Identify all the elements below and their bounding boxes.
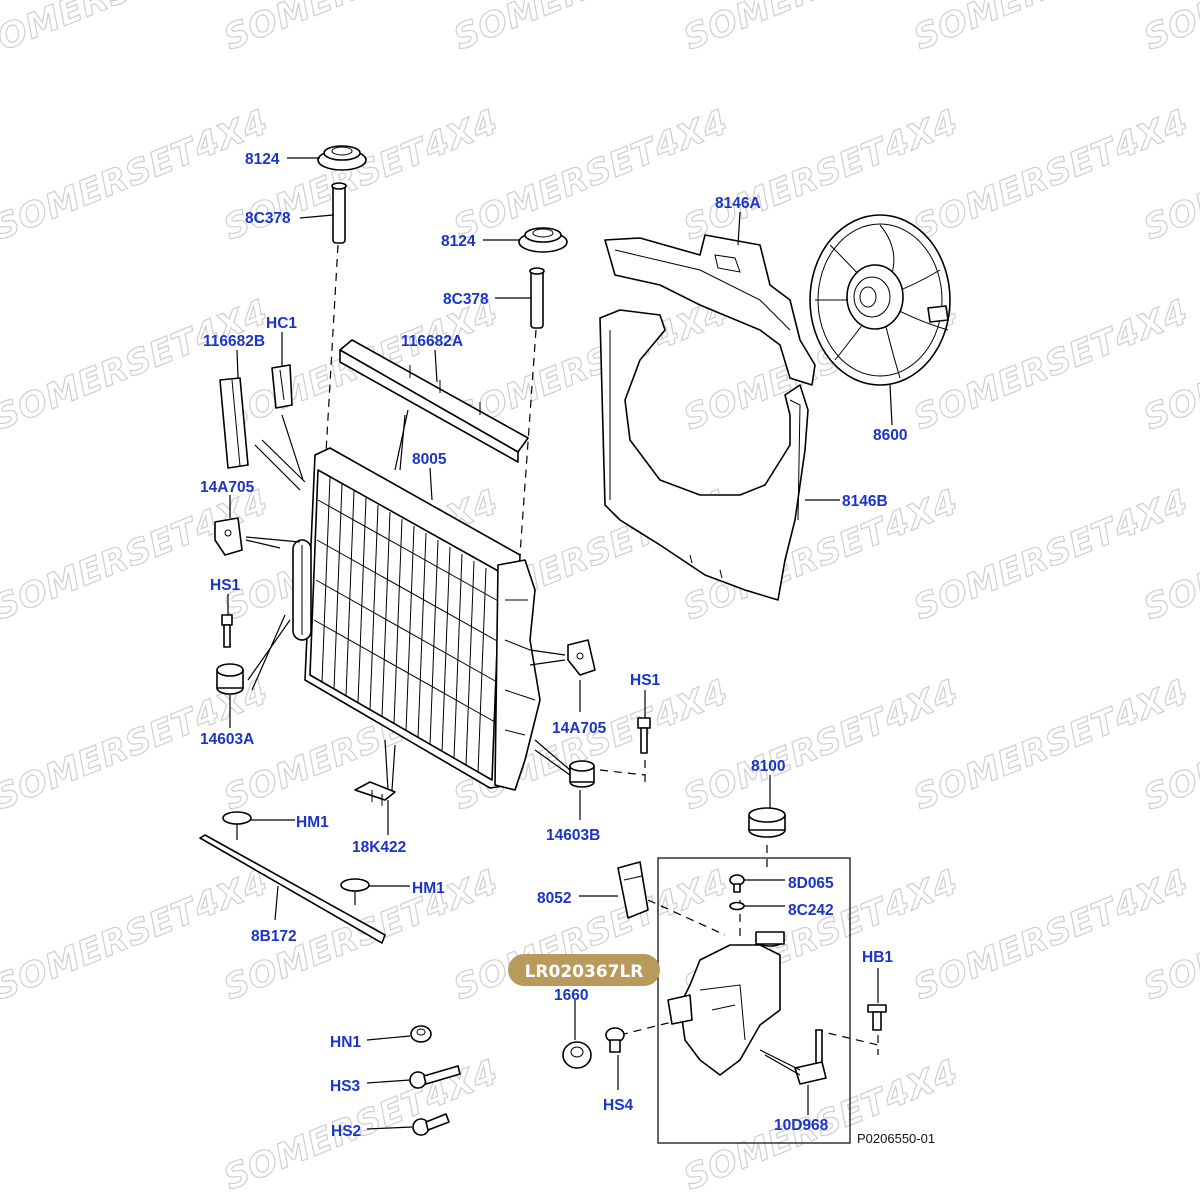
nut-hs4 bbox=[605, 1027, 625, 1053]
o-ring-8c242 bbox=[729, 901, 745, 911]
bleed-screw-8d065 bbox=[729, 874, 745, 893]
callout-8052: 8052 bbox=[537, 890, 571, 907]
hose-clip-hc1 bbox=[271, 364, 293, 409]
leader-lines bbox=[227, 157, 893, 1130]
callout-hn1: HN1 bbox=[330, 1034, 361, 1051]
push-clip-hm1-lower bbox=[340, 878, 370, 905]
callout-hm1-upper: HM1 bbox=[296, 814, 329, 831]
expansion-cap-8100 bbox=[748, 807, 786, 838]
bolt-hs1-left bbox=[221, 614, 233, 648]
push-clip-hm1-upper bbox=[222, 811, 252, 840]
watermark: SOMERSET4X4 bbox=[0, 0, 254, 68]
callout-hb1: HB1 bbox=[862, 949, 893, 966]
bleed-pipe-upper bbox=[331, 182, 347, 244]
callout-8c378-upper: 8C378 bbox=[245, 210, 291, 227]
callout-8d065: 8D065 bbox=[788, 875, 834, 892]
callout-1660: 1660 bbox=[554, 987, 588, 1004]
callout-hc1: HC1 bbox=[266, 315, 297, 332]
watermark: SOMERSET4X4 bbox=[1138, 0, 1200, 58]
callout-8005: 8005 bbox=[412, 451, 447, 468]
callout-hs4: HS4 bbox=[603, 1097, 634, 1114]
assembly-dash-lines bbox=[324, 244, 879, 1055]
filler-cap-lower bbox=[518, 227, 568, 253]
callout-8124-lower: 8124 bbox=[441, 233, 476, 250]
callout-14603b: 14603B bbox=[546, 827, 600, 844]
callout-8100: 8100 bbox=[751, 758, 785, 775]
callout-8600: 8600 bbox=[873, 427, 907, 444]
watermark: SOMERSET4X4 bbox=[218, 1052, 504, 1199]
callout-10d968: 10D968 bbox=[774, 1117, 829, 1134]
bolt-hs1-right bbox=[637, 717, 651, 754]
callout-116682b: 116682B bbox=[203, 333, 265, 350]
callout-hm1-lower: HM1 bbox=[412, 880, 445, 897]
part-number-badge[interactable]: LR020367LR bbox=[508, 954, 660, 986]
callout-14603a: 14603A bbox=[200, 731, 254, 748]
expansion-tank-frame bbox=[657, 857, 851, 1144]
radiator-assembly bbox=[292, 339, 541, 791]
sensor-8052 bbox=[617, 861, 649, 919]
callout-8124-upper: 8124 bbox=[245, 151, 280, 168]
part-number-label: LR020367LR bbox=[525, 962, 644, 982]
callout-hs1-right: HS1 bbox=[630, 672, 661, 689]
cooling-fan bbox=[809, 214, 951, 386]
bracket-18k422 bbox=[354, 781, 396, 806]
callout-8b172: 8B172 bbox=[251, 928, 297, 945]
nut-hn1 bbox=[410, 1025, 432, 1043]
side-seal-116682b bbox=[219, 377, 249, 469]
grommet-1660-mount bbox=[562, 1041, 592, 1069]
callout-14a705-left: 14A705 bbox=[200, 479, 255, 496]
part-number-badge-bg bbox=[508, 954, 660, 986]
callout-8146a: 8146A bbox=[715, 195, 761, 212]
fan-shroud-lower bbox=[599, 309, 809, 601]
callout-hs2: HS2 bbox=[331, 1123, 361, 1140]
bleed-pipe-lower bbox=[529, 267, 545, 329]
insulator-14603a bbox=[216, 663, 244, 695]
filler-cap-upper bbox=[317, 145, 367, 171]
fan-shroud-upper bbox=[604, 234, 816, 386]
callout-hs1-left: HS1 bbox=[210, 577, 241, 594]
bracket-10d968 bbox=[794, 1029, 827, 1085]
mount-bracket-14a705-left bbox=[214, 517, 243, 556]
callout-8c378-lower: 8C378 bbox=[443, 291, 489, 308]
bolt-hb1 bbox=[867, 1004, 887, 1031]
insulator-14603b bbox=[569, 760, 595, 788]
callout-18k422: 18K422 bbox=[352, 839, 406, 856]
callout-14a705-right: 14A705 bbox=[552, 720, 607, 737]
callout-8c242: 8C242 bbox=[788, 902, 834, 919]
callout-labels: 8124 8C378 8124 8C378 8146A HC1 116682B … bbox=[200, 151, 907, 1140]
callout-116682a: 116682A bbox=[401, 333, 463, 350]
lower-seal-8b172 bbox=[199, 834, 386, 944]
mount-bracket-14a705-right bbox=[567, 639, 596, 676]
bolt-hs3 bbox=[409, 1065, 461, 1089]
callout-hs3: HS3 bbox=[330, 1078, 361, 1095]
bolt-hs2 bbox=[412, 1113, 450, 1136]
diagram-reference-code: P0206550-01 bbox=[857, 1131, 935, 1146]
callout-8146b: 8146B bbox=[842, 493, 888, 510]
expansion-tank-1660 bbox=[667, 931, 785, 1076]
